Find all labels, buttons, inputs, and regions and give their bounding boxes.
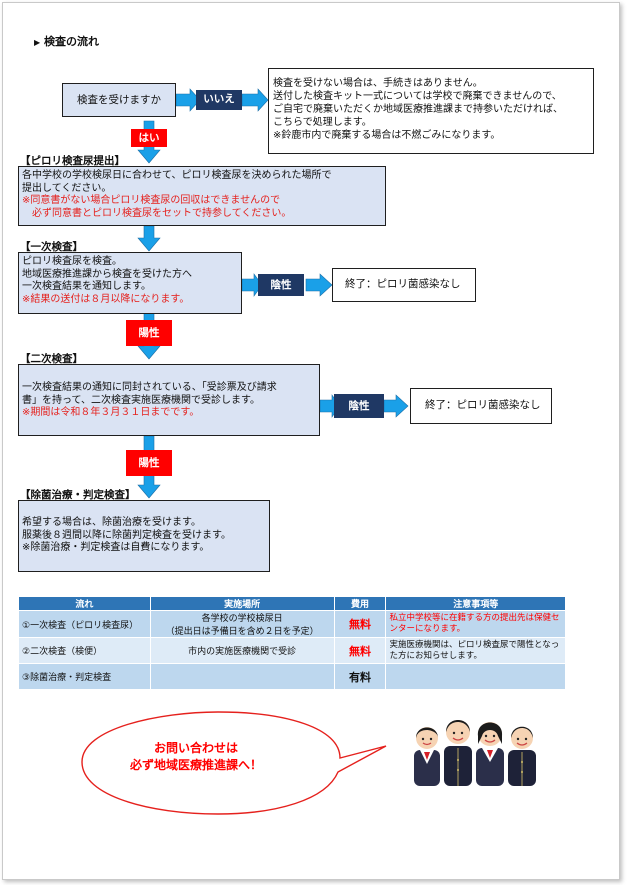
- place-line: 各学校の学校検尿日: [201, 614, 283, 624]
- place-line: 市内の実施医療機関で受診: [188, 647, 297, 657]
- heading-bullet-icon: ▶: [34, 38, 41, 47]
- step1-box: 各中学校の学校検尿日に合わせて、ピロリ検査尿を決められた場所で 提出してください…: [18, 166, 386, 226]
- student-figure-3: [476, 722, 504, 786]
- no-info-box: 検査を受けない場合は、手続きはありません。 送付した検査キット一式については学校…: [268, 68, 594, 154]
- step2-line: 地域医療推進課から検査を受けた方へ: [22, 268, 192, 280]
- table-cell-note: 実施医療機関は、ピロリ検査尿で陽性となった方にお知らせします。: [385, 637, 566, 664]
- table-cell-note: 私立中学校等に在籍する方の提出先は保健センターになります。: [385, 610, 566, 638]
- arrow-step1-to-step2: [137, 225, 161, 252]
- step4-title: 【除菌治療・判定検査】: [20, 489, 136, 501]
- question-text: 検査を受けますか: [77, 94, 161, 106]
- no-info-line: 送付した検査キット一式については学校で廃棄できませんので、: [273, 91, 562, 102]
- step2-end-text: 終了：ピロリ菌感染なし: [345, 278, 461, 290]
- step3-negative-label: 陰性: [334, 394, 384, 418]
- student-figure-1: [414, 727, 440, 786]
- step3-warning-line: ※期間は令和８年３月３１日までです。: [22, 407, 200, 418]
- no-info-line: こちらで処理します。: [273, 117, 372, 128]
- no-info-line: 検査を受けない場合は、手続きはありません。: [273, 78, 483, 89]
- table-header-cell: 費用: [333, 596, 387, 611]
- step4-line: ※除菌治療・判定検査は自費になります。: [22, 542, 210, 553]
- step2-positive-label: 陽性: [126, 320, 172, 346]
- table-header-cell: 実施場所: [149, 596, 335, 611]
- no-label: いいえ: [196, 90, 242, 110]
- step2-negative-label: 陰性: [258, 274, 304, 296]
- question-box: 検査を受けますか: [62, 83, 176, 117]
- step2-title: 【一次検査】: [20, 241, 83, 253]
- table-header-cell: 流れ: [18, 596, 151, 611]
- no-info-line: ※鈴鹿市内で廃棄する場合は不燃ごみになります。: [273, 130, 501, 141]
- arrow-question-to-no: [175, 88, 201, 112]
- step2-line: 一次検査結果を通知します。: [22, 281, 151, 292]
- table-cell-flow: ①一次検査（ピロリ検査尿）: [18, 610, 151, 638]
- table-row: ①一次検査（ピロリ検査尿） 各学校の学校検尿日 （提出日は予備日を含め２日を予定…: [18, 610, 566, 638]
- arrow-no-to-info: [241, 88, 269, 112]
- students-icon: [414, 720, 536, 786]
- table-cell-fee: 無料: [333, 637, 387, 664]
- table-cell-flow: ②二次検査（検便）: [18, 637, 151, 664]
- step4-line: 服薬後８週間以降に除菌判定検査を受けます。: [22, 529, 231, 541]
- step3-end-box: 終了：ピロリ菌感染なし: [410, 388, 552, 424]
- section-heading: ▶ 検査の流れ: [34, 33, 99, 49]
- table-cell-place: 市内の実施医療機関で受診: [149, 637, 335, 664]
- step3-line: 一次検査結果の通知に同封されている、「受診票及び請求: [22, 382, 277, 393]
- table-row: ③除菌治療・判定検査 有料: [18, 663, 566, 690]
- step3-box: 一次検査結果の通知に同封されている、「受診票及び請求 書」を持って、二次検査実施…: [18, 364, 320, 436]
- step2-line: ピロリ検査尿を検査。: [22, 256, 122, 267]
- student-figure-2: [444, 720, 472, 786]
- contact-speech-bubble: [81, 711, 387, 815]
- step2-box: ピロリ検査尿を検査。 地域医療推進課から検査を受けた方へ 一次検査結果を通知しま…: [18, 252, 242, 314]
- step4-box: 希望する場合は、除菌治療を受けます。 服薬後８週間以降に除菌判定検査を受けます。…: [18, 500, 270, 572]
- summary-table: 流れ 実施場所 費用 注意事項等 ①一次検査（ピロリ検査尿） 各学校の学校検尿日…: [18, 596, 566, 690]
- step1-warning-line: ※同意書がない場合ピロリ検査尿の回収はできませんので: [22, 195, 281, 206]
- table-cell-place: [149, 663, 335, 690]
- contact-line: 必ず地域医療推進課へ！: [129, 758, 262, 772]
- table-header-row: 流れ 実施場所 費用 注意事項等: [18, 596, 566, 611]
- contact-message: お問い合わせは 必ず地域医療推進課へ！: [96, 740, 296, 774]
- yes-label: はい: [131, 129, 167, 147]
- step3-end-text: 終了：ピロリ菌感染なし: [425, 399, 541, 411]
- place-line: （提出日は予備日を含め２日を予定）: [165, 627, 319, 637]
- no-info-line: ご自宅で廃棄いただくか地域医療推進課まで持参いただければ、: [273, 104, 563, 115]
- step1-line: 提出してください。: [22, 182, 112, 194]
- table-row: ②二次検査（検便） 市内の実施医療機関で受診 無料 実施医療機関は、ピロリ検査尿…: [18, 637, 566, 664]
- table-cell-flow: ③除菌治療・判定検査: [18, 663, 151, 690]
- table-cell-place: 各学校の学校検尿日 （提出日は予備日を含め２日を予定）: [149, 610, 335, 638]
- step3-positive-label: 陽性: [126, 450, 172, 476]
- step1-line: 各中学校の学校検尿日に合わせて、ピロリ検査尿を決められた場所で: [22, 170, 332, 181]
- table-cell-note: [385, 663, 566, 690]
- heading-title: 検査の流れ: [44, 35, 99, 48]
- arrow-negative-to-end2: [383, 394, 409, 418]
- step3-line: 書」を持って、二次検査実施医療機関で受診します。: [22, 394, 260, 406]
- step2-end-box: 終了：ピロリ菌感染なし: [332, 268, 476, 302]
- step1-title: 【ピロリ検査尿提出】: [20, 155, 125, 167]
- step1-warning-line: 必ず同意書とピロリ検査尿をセットで持参してください。: [22, 207, 292, 219]
- table-cell-fee: 無料: [333, 610, 387, 638]
- step3-title: 【二次検査】: [20, 353, 83, 365]
- step2-warning-line: ※結果の送付は８月以降になります。: [22, 293, 190, 305]
- arrow-negative-to-end1: [305, 273, 333, 297]
- table-header-cell: 注意事項等: [385, 596, 566, 611]
- step4-line: 希望する場合は、除菌治療を受けます。: [22, 517, 201, 528]
- table-cell-fee: 有料: [333, 663, 387, 690]
- student-figure-4: [508, 726, 536, 786]
- contact-line: お問い合わせは: [153, 741, 238, 755]
